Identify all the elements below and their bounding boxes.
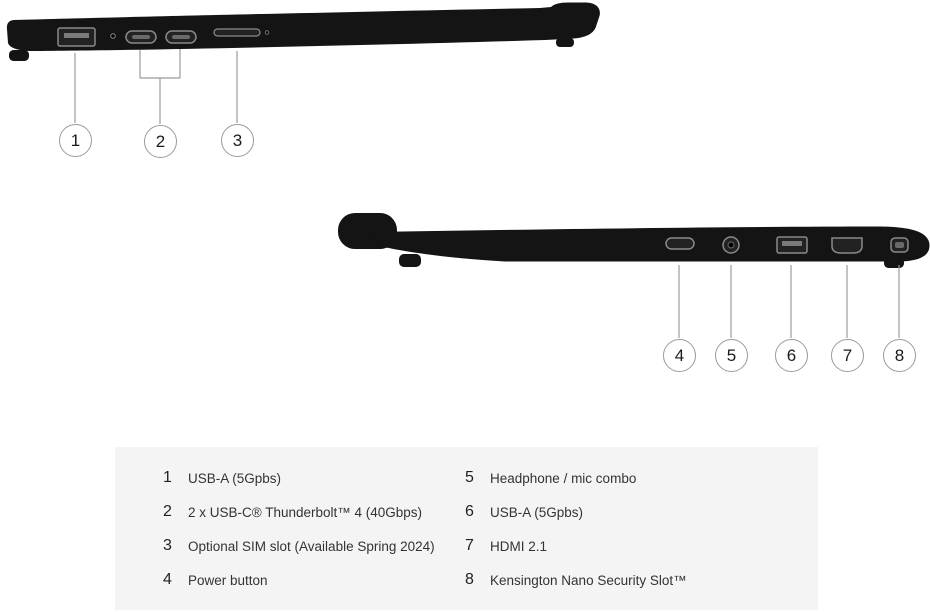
callout-number: 7	[842, 345, 853, 365]
laptop-left-side-view	[6, 2, 600, 61]
port-legend-panel: 1 USB-A (5Gpbs) 2 2 x USB-C® Thunderbolt…	[115, 447, 818, 610]
callout-4: 4	[663, 339, 696, 372]
callout-5: 5	[715, 339, 748, 372]
legend-number: 1	[163, 469, 172, 486]
usb-c-inner	[132, 35, 150, 39]
legend-column-left: 1 USB-A (5Gpbs) 2 2 x USB-C® Thunderbolt…	[163, 461, 435, 597]
legend-item-usb-a-2: 6 USB-A (5Gpbs)	[465, 495, 687, 529]
legend-item-headphone: 5 Headphone / mic combo	[465, 461, 687, 495]
legend-label: HDMI 2.1	[490, 538, 548, 554]
rubber-foot	[9, 50, 29, 61]
callout-number: 5	[726, 345, 737, 365]
legend-number: 7	[465, 537, 474, 554]
legend-number: 4	[163, 571, 172, 588]
leader-lines-left	[74, 49, 238, 124]
callout-number: 4	[674, 345, 685, 365]
legend-number: 8	[465, 571, 474, 588]
legend-label: USB-A (5Gpbs)	[490, 504, 584, 520]
leader-lines-right	[678, 265, 900, 338]
kensington-inner	[895, 242, 904, 248]
hdmi-port-icon	[831, 237, 863, 254]
callout-number: 6	[786, 345, 797, 365]
legend-item-hdmi: 7 HDMI 2.1	[465, 529, 687, 563]
laptop-right-side-view	[338, 213, 930, 268]
callout-7: 7	[831, 339, 864, 372]
legend-label: Optional SIM slot (Available Spring 2024…	[188, 538, 435, 554]
legend-number: 5	[465, 469, 474, 486]
legend-number: 3	[163, 537, 172, 554]
usb-a-tongue	[64, 33, 89, 38]
legend-label: 2 x USB-C® Thunderbolt™ 4 (40Gbps)	[188, 504, 423, 520]
callout-number: 3	[232, 130, 243, 150]
legend-number: 2	[163, 503, 172, 520]
callout-3: 3	[221, 124, 254, 157]
headphone-jack-hole	[727, 241, 735, 249]
legend-column-right: 5 Headphone / mic combo 6 USB-A (5Gpbs) …	[465, 461, 687, 597]
callout-8: 8	[883, 339, 916, 372]
legend-item-sim-slot: 3 Optional SIM slot (Available Spring 20…	[163, 529, 435, 563]
callout-6: 6	[775, 339, 808, 372]
usb-c-inner	[172, 35, 190, 39]
legend-item-usb-c: 2 2 x USB-C® Thunderbolt™ 4 (40Gbps)	[163, 495, 435, 529]
laptop-body	[6, 2, 600, 51]
legend-label: Headphone / mic combo	[490, 470, 637, 486]
legend-label: USB-A (5Gpbs)	[188, 470, 282, 486]
legend-item-usb-a-1: 1 USB-A (5Gpbs)	[163, 461, 435, 495]
callout-number: 8	[894, 345, 905, 365]
callout-1: 1	[59, 124, 92, 157]
legend-number: 6	[465, 503, 474, 520]
sim-eject-pinhole-icon	[264, 30, 270, 35]
rubber-foot	[399, 254, 421, 267]
callout-number: 2	[155, 131, 166, 151]
callout-number: 1	[70, 130, 81, 150]
callout-2: 2	[144, 125, 177, 158]
usb-a-tongue	[782, 241, 802, 246]
pinhole-mic-icon	[110, 33, 116, 39]
power-button-icon	[665, 237, 695, 250]
legend-item-power-button: 4 Power button	[163, 563, 435, 597]
legend-item-kensington: 8 Kensington Nano Security Slot™	[465, 563, 687, 597]
sim-slot-icon	[213, 28, 261, 37]
legend-label: Power button	[188, 572, 268, 588]
rubber-foot	[556, 38, 574, 47]
legend-label: Kensington Nano Security Slot™	[490, 572, 687, 588]
